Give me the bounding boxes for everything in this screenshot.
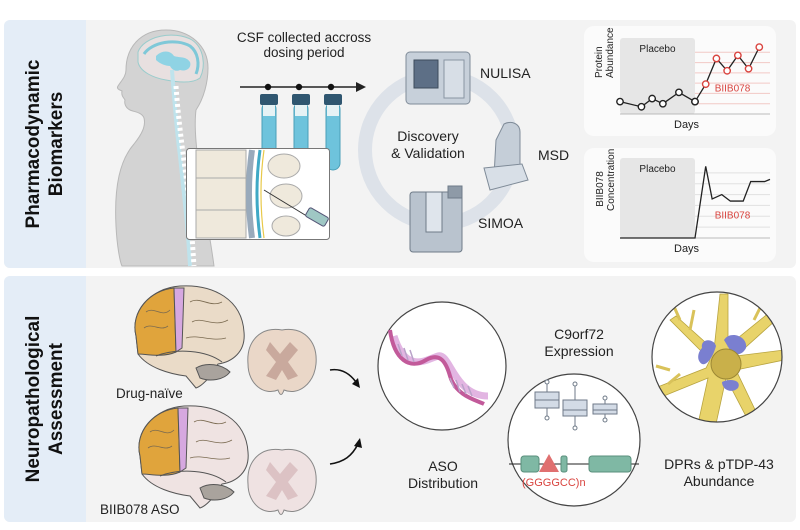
chart2-xlabel: Days xyxy=(674,243,700,255)
c9-caption-line2: Expression xyxy=(544,343,614,359)
arrow-icon xyxy=(329,438,362,465)
platform-simoa: SIMOA xyxy=(478,215,524,231)
section-label-line1: Pharmacodynamic xyxy=(23,59,44,229)
boxplot-icon xyxy=(534,379,618,431)
data-point xyxy=(637,102,646,111)
aso-caption-line1: ASO xyxy=(428,458,458,474)
nulisa-instrument-icon xyxy=(405,51,471,105)
timepoint-dot xyxy=(264,83,272,91)
dpr-caption-line2: Abundance xyxy=(683,473,755,489)
data-point xyxy=(723,66,732,75)
timeline-arrow xyxy=(240,82,366,92)
c9orf72-expression-circle xyxy=(507,373,641,507)
discovery-validation-label: Discovery & Validation xyxy=(368,128,488,162)
brain-label-biib078-aso: BIIB078 ASO xyxy=(100,502,180,517)
aso-distribution-circle xyxy=(377,301,507,431)
csf-caption-line2: dosing period xyxy=(263,45,345,60)
data-point xyxy=(744,64,753,73)
lumbar-puncture-inset xyxy=(186,148,330,240)
section-label-line1: Neuropathological xyxy=(23,315,44,483)
timepoint-dot xyxy=(327,83,335,91)
dna-helix-icon xyxy=(388,329,489,406)
chart1-ylabel: Protein Abundance xyxy=(594,27,616,78)
csf-caption-line1: CSF collected accross xyxy=(236,30,372,45)
data-point xyxy=(691,97,699,106)
brain-drug-naive-illustration xyxy=(134,285,245,389)
data-point xyxy=(675,88,683,97)
dpr-tdp43-caption: DPRs & pTDP-43 Abundance xyxy=(664,456,774,490)
data-point xyxy=(701,80,710,89)
series-line-biib078 xyxy=(620,166,771,239)
c9orf72-caption: C9orf72 Expression xyxy=(534,326,624,360)
csf-caption: CSF collected accross dosing period xyxy=(224,30,384,60)
platform-nulisa: NULISA xyxy=(480,65,531,81)
placebo-region-label: Placebo xyxy=(639,164,676,175)
dpr-neuron-circle xyxy=(651,291,783,423)
chart1-xlabel: Days xyxy=(674,119,700,131)
brain-biib078-illustration xyxy=(138,405,249,509)
aso-caption-line2: Distribution xyxy=(407,475,479,491)
section-label-line2: Biomarkers xyxy=(46,91,67,197)
validation-line: & Validation xyxy=(391,145,465,161)
gene-structure-icon xyxy=(509,454,639,473)
syringe-icon xyxy=(305,207,329,227)
placebo-region-label: Placebo xyxy=(639,44,676,55)
data-point xyxy=(616,97,624,106)
data-point xyxy=(755,43,764,52)
data-point xyxy=(658,99,667,108)
c9-caption-line1: C9orf72 xyxy=(554,326,604,342)
platform-msd: MSD xyxy=(538,147,570,163)
msd-instrument-icon xyxy=(483,121,529,191)
data-point xyxy=(733,51,742,60)
repeat-expansion-label: (GGGGCC)n xyxy=(522,477,586,489)
section-label-line2: Assessment xyxy=(46,343,67,455)
placebo-region xyxy=(620,158,695,238)
nucleus-icon xyxy=(710,348,742,380)
data-point xyxy=(712,54,721,63)
aso-distribution-caption: ASO Distribution xyxy=(398,458,488,492)
spinal-cord-section-biib078 xyxy=(247,448,317,515)
brain-label-drug-naive: Drug-naïve xyxy=(116,386,183,401)
data-point xyxy=(648,94,657,103)
timepoint-dot xyxy=(295,83,303,91)
simoa-instrument-icon xyxy=(409,185,463,253)
spinal-cord-section-drug-naive xyxy=(247,328,317,395)
treatment-region-label: BIIB078 xyxy=(715,210,751,221)
arrow-icon xyxy=(329,368,360,388)
protein-inclusion-icon xyxy=(698,334,747,391)
discovery-line: Discovery xyxy=(397,128,459,144)
chart2-ylabel: BIIB078 Concentration xyxy=(595,148,617,211)
dpr-caption-line1: DPRs & pTDP-43 xyxy=(664,456,774,472)
treatment-region-label: BIIB078 xyxy=(715,83,751,94)
